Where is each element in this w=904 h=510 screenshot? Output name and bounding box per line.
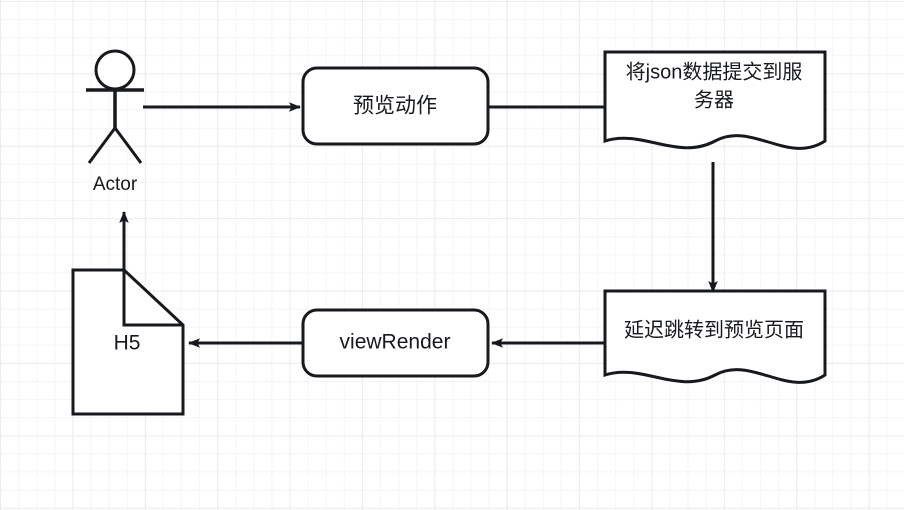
delay-redirect-shape	[603, 289, 827, 384]
h5-page-label: H5	[114, 332, 141, 355]
node-h5-page[interactable]: H5	[71, 268, 185, 416]
submit-json-label-line2: 务器	[694, 88, 734, 111]
h5-page-fold-icon	[122, 270, 183, 327]
preview-action-label: 预览动作	[353, 95, 437, 118]
actor-right-leg-icon	[113, 127, 143, 164]
submit-json-label-line1: 将json数据提交到服	[626, 60, 803, 83]
node-delay-redirect[interactable]: 延迟跳转到预览页面	[603, 289, 827, 384]
node-submit-json[interactable]: 将json数据提交到服 务器	[603, 50, 827, 150]
submit-json-shape	[603, 50, 827, 150]
node-actor[interactable]: Actor	[86, 49, 144, 195]
node-view-render[interactable]: viewRender	[301, 308, 490, 378]
h5-page-shape	[71, 268, 185, 416]
actor-left-leg-icon	[87, 127, 117, 164]
actor-label: Actor	[93, 174, 138, 195]
delay-redirect-label: 延迟跳转到预览页面	[624, 318, 804, 341]
actor-head-icon	[94, 49, 136, 91]
node-preview-action[interactable]: 预览动作	[301, 66, 490, 146]
view-render-label: viewRender	[340, 331, 451, 354]
